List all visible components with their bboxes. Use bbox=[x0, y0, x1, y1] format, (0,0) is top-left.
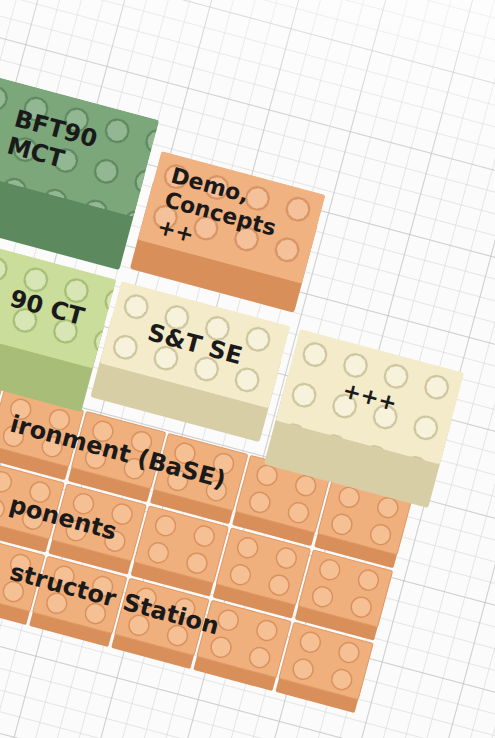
brick-label: S&T SE bbox=[145, 319, 245, 371]
brick-label: +++ bbox=[340, 377, 400, 416]
brick-label: 90 CT bbox=[7, 286, 87, 332]
brick-label: BFT90 MCT bbox=[4, 105, 125, 187]
lego-scene: BFT90 MCTDemo, Concepts++90 CTS&T SE+++i… bbox=[0, 0, 478, 738]
